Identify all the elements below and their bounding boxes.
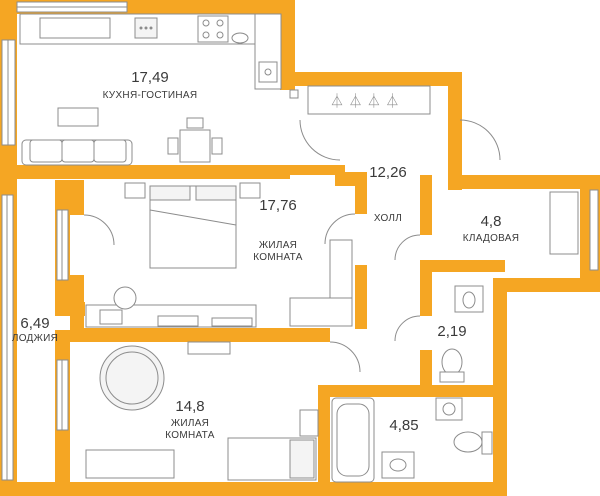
wardrobe-hall: ⏃ ⏃ ⏃ ⏃ (307, 85, 431, 115)
doors (83, 119, 501, 373)
toy-shelf (187, 341, 231, 355)
kitchen-name: КУХНЯ-ГОСТИНАЯ (103, 90, 198, 101)
wc-area: 2,19 (437, 323, 466, 340)
washer-icon (435, 397, 463, 421)
bathroom-area: 4,85 (389, 417, 418, 434)
round-rug-icon (99, 345, 165, 411)
wc-sink-icon (454, 285, 484, 313)
dining-table-icon (167, 117, 223, 163)
loggia-area: 6,49 (20, 315, 49, 332)
loggia-name: ЛОДЖИЯ (12, 333, 58, 344)
bedroom2-name-line1: ЖИЛАЯ (171, 418, 209, 429)
bedroom1-name-line2: КОМНАТА (253, 252, 303, 263)
bedroom2-area: 14,8 (175, 398, 204, 415)
bathtub-icon (331, 397, 375, 483)
storage-area: 4,8 (481, 213, 502, 230)
desk-icon (85, 286, 257, 328)
bath-toilet-icon (453, 431, 493, 455)
toilet-icon (439, 348, 465, 383)
bed-icon (124, 182, 261, 269)
hall-area: 12,26 (369, 164, 407, 181)
bedroom2-name-line2: КОМНАТА (165, 430, 215, 441)
storage-name: КЛАДОВАЯ (463, 233, 520, 244)
kitchen-area: 17,49 (131, 69, 169, 86)
svg-text:⏃ ⏃ ⏃ ⏃: ⏃ ⏃ ⏃ ⏃ (330, 93, 399, 110)
hall-name: ХОЛЛ (374, 213, 402, 224)
bedroom1-name-line1: ЖИЛАЯ (259, 240, 297, 251)
windows (1, 1, 599, 481)
kitchen-counter (19, 13, 282, 90)
bath-sink-icon (381, 451, 415, 479)
sofa-icon (21, 107, 133, 166)
wardrobe-bedroom2 (85, 449, 175, 479)
bed2-icon (227, 437, 317, 481)
bedroom1-area: 17,76 (259, 197, 297, 214)
storage-shelves (549, 191, 579, 255)
wardrobe-bedroom (289, 239, 353, 327)
